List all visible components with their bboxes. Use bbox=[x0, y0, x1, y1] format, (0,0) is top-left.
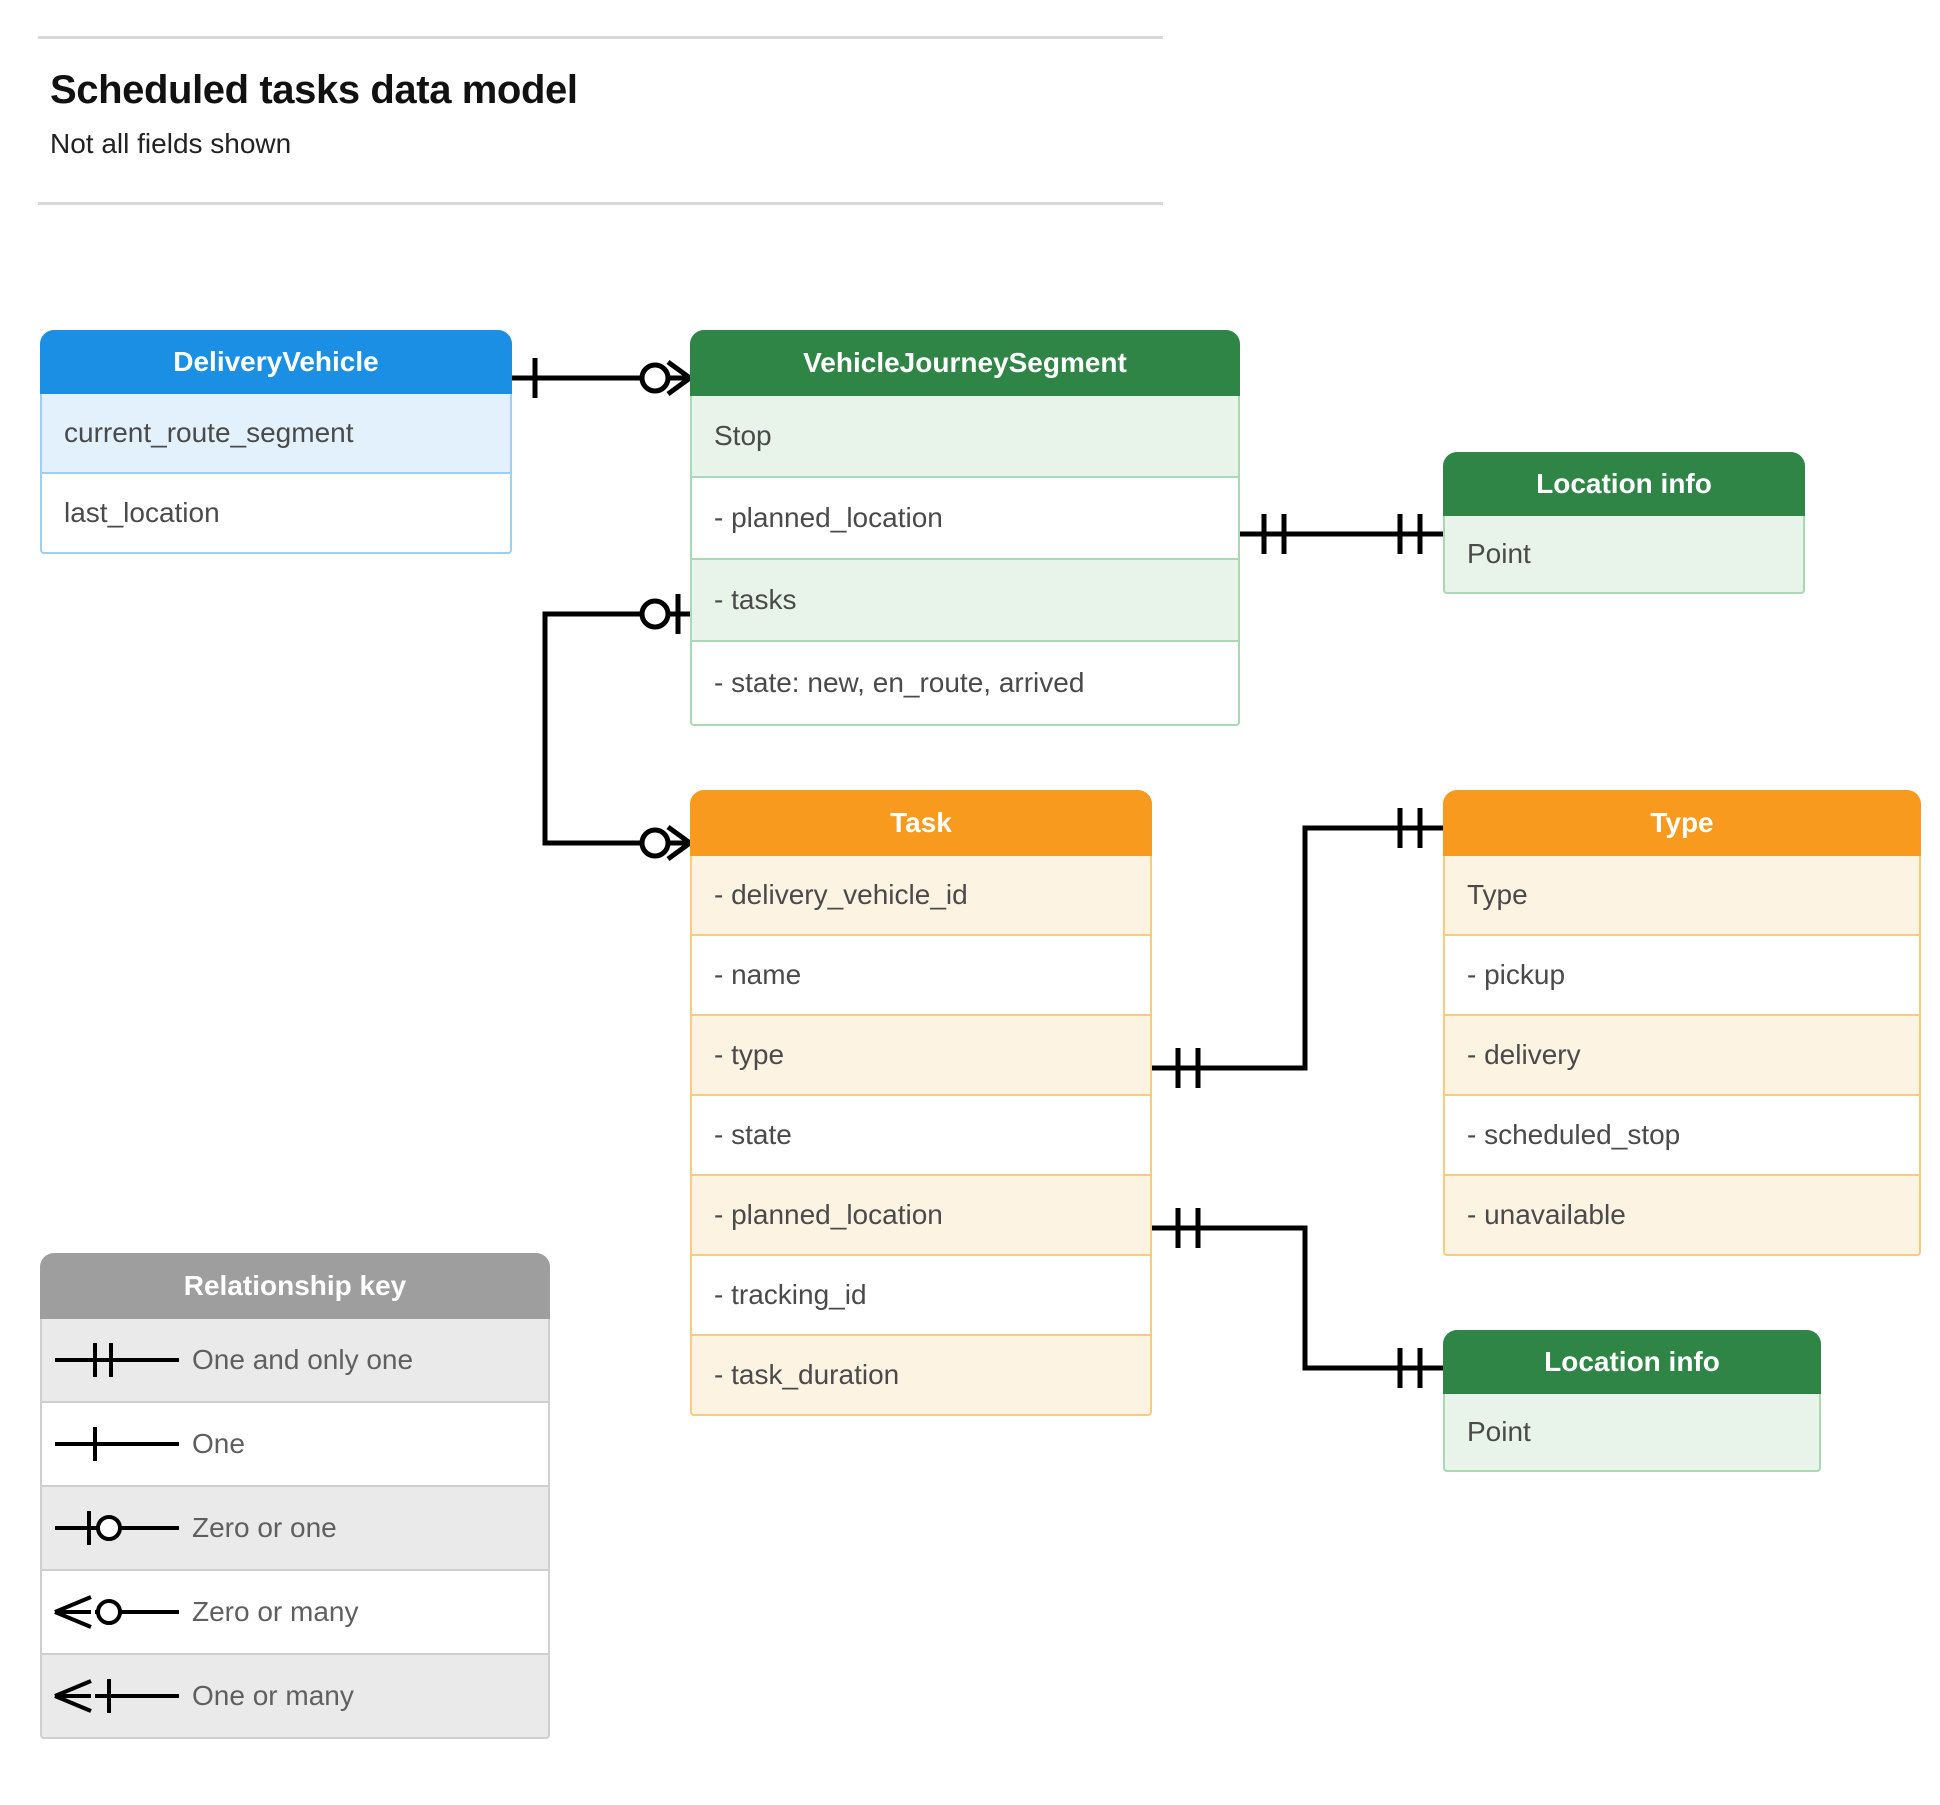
entity-location-info-bottom-header: Location info bbox=[1443, 1330, 1821, 1394]
field-task-duration[interactable]: - task_duration bbox=[690, 1336, 1152, 1416]
field-point-top[interactable]: Point bbox=[1443, 516, 1805, 594]
legend-item-one-and-only-one[interactable]: One and only one bbox=[40, 1319, 550, 1403]
relationship-key-legend[interactable]: Relationship key One and only one One bbox=[40, 1253, 550, 1739]
one-or-many-icon bbox=[42, 1671, 192, 1721]
entity-location-info-top[interactable]: Location info Point bbox=[1443, 452, 1805, 594]
field-state[interactable]: - state bbox=[690, 1096, 1152, 1176]
field-current-route-segment[interactable]: current_route_segment bbox=[40, 394, 512, 474]
field-label: - scheduled_stop bbox=[1467, 1119, 1681, 1150]
legend-label: Zero or many bbox=[192, 1596, 359, 1627]
legend-label: One bbox=[192, 1428, 245, 1459]
entity-task-header: Task bbox=[690, 790, 1152, 856]
one-icon bbox=[42, 1419, 192, 1469]
entity-vehiclejourneysegment-title: VehicleJourneySegment bbox=[803, 347, 1127, 378]
field-stop[interactable]: Stop bbox=[690, 396, 1240, 478]
field-label: Type bbox=[1467, 879, 1528, 910]
field-pickup[interactable]: - pickup bbox=[1443, 936, 1921, 1016]
field-scheduled-stop[interactable]: - scheduled_stop bbox=[1443, 1096, 1921, 1176]
field-point-bottom[interactable]: Point bbox=[1443, 1394, 1821, 1472]
field-planned-location[interactable]: - planned_location bbox=[690, 478, 1240, 560]
header-divider-bottom bbox=[38, 202, 1163, 205]
field-label: - state bbox=[714, 1119, 792, 1150]
legend-label: One and only one bbox=[192, 1344, 414, 1375]
connector-deliveryvehicle-vehiclejourneysegment bbox=[512, 358, 692, 398]
field-delivery[interactable]: - delivery bbox=[1443, 1016, 1921, 1096]
legend-header: Relationship key bbox=[40, 1253, 550, 1319]
field-tracking-id[interactable]: - tracking_id bbox=[690, 1256, 1152, 1336]
legend-item-zero-or-one[interactable]: Zero or one bbox=[40, 1487, 550, 1571]
field-label: - state: new, en_route, arrived bbox=[714, 667, 1085, 698]
field-label: - task_duration bbox=[714, 1359, 900, 1390]
legend-label: One or many bbox=[192, 1680, 354, 1711]
entity-type[interactable]: Type Type - pickup - delivery - schedule… bbox=[1443, 790, 1921, 1256]
field-label: - planned_location bbox=[714, 502, 943, 533]
legend-item-one-or-many[interactable]: One or many bbox=[40, 1655, 550, 1739]
field-name[interactable]: - name bbox=[690, 936, 1152, 1016]
field-label: - tracking_id bbox=[714, 1279, 867, 1310]
entity-task-title: Task bbox=[890, 807, 952, 838]
field-unavailable[interactable]: - unavailable bbox=[1443, 1176, 1921, 1256]
field-type[interactable]: - type bbox=[690, 1016, 1152, 1096]
entity-deliveryvehicle-title: DeliveryVehicle bbox=[173, 346, 379, 377]
connector-task-locationinfo-bottom bbox=[1152, 1208, 1443, 1388]
field-label: Point bbox=[1467, 1416, 1531, 1447]
one-and-only-one-icon bbox=[42, 1335, 192, 1385]
entity-deliveryvehicle[interactable]: DeliveryVehicle current_route_segment la… bbox=[40, 330, 512, 554]
legend-title: Relationship key bbox=[183, 1270, 407, 1301]
zero-or-one-icon bbox=[42, 1503, 192, 1553]
field-label: - delivery_vehicle_id bbox=[714, 879, 968, 910]
field-label: - tasks bbox=[714, 584, 797, 615]
entity-location-info-bottom-title: Location info bbox=[1544, 1346, 1720, 1377]
field-label: Stop bbox=[714, 420, 772, 451]
field-delivery-vehicle-id[interactable]: - delivery_vehicle_id bbox=[690, 856, 1152, 936]
field-tasks[interactable]: - tasks bbox=[690, 560, 1240, 642]
field-state[interactable]: - state: new, en_route, arrived bbox=[690, 642, 1240, 726]
legend-item-one[interactable]: One bbox=[40, 1403, 550, 1487]
entity-vehiclejourneysegment[interactable]: VehicleJourneySegment Stop - planned_loc… bbox=[690, 330, 1240, 726]
field-label: - unavailable bbox=[1467, 1199, 1626, 1230]
connector-task-type bbox=[1152, 808, 1443, 1088]
entity-task[interactable]: Task - delivery_vehicle_id - name - type… bbox=[690, 790, 1152, 1416]
entity-deliveryvehicle-header: DeliveryVehicle bbox=[40, 330, 512, 394]
field-label: - delivery bbox=[1467, 1039, 1581, 1070]
field-label: - type bbox=[714, 1039, 785, 1070]
field-label: - name bbox=[714, 959, 802, 990]
page-title: Scheduled tasks data model bbox=[50, 68, 578, 112]
field-type-value[interactable]: Type bbox=[1443, 856, 1921, 936]
field-last-location[interactable]: last_location bbox=[40, 474, 512, 554]
zero-or-many-icon bbox=[42, 1587, 192, 1637]
field-label: - planned_location bbox=[714, 1199, 943, 1230]
field-label: - pickup bbox=[1467, 959, 1566, 990]
field-label: current_route_segment bbox=[64, 417, 354, 448]
page-subtitle: Not all fields shown bbox=[50, 128, 292, 159]
header-divider-top bbox=[38, 36, 1163, 39]
entity-type-header: Type bbox=[1443, 790, 1921, 856]
field-label: Point bbox=[1467, 538, 1531, 569]
legend-label: Zero or one bbox=[192, 1512, 337, 1543]
entity-location-info-top-header: Location info bbox=[1443, 452, 1805, 516]
connector-vjs-locationinfo-top bbox=[1240, 514, 1443, 554]
entity-type-title: Type bbox=[1650, 807, 1714, 838]
entity-location-info-top-title: Location info bbox=[1536, 468, 1712, 499]
field-label: last_location bbox=[64, 497, 220, 528]
entity-vehiclejourneysegment-header: VehicleJourneySegment bbox=[690, 330, 1240, 396]
connector-vjs-tasks-task bbox=[542, 594, 692, 862]
entity-location-info-bottom[interactable]: Location info Point bbox=[1443, 1330, 1821, 1472]
legend-item-zero-or-many[interactable]: Zero or many bbox=[40, 1571, 550, 1655]
field-planned-location[interactable]: - planned_location bbox=[690, 1176, 1152, 1256]
